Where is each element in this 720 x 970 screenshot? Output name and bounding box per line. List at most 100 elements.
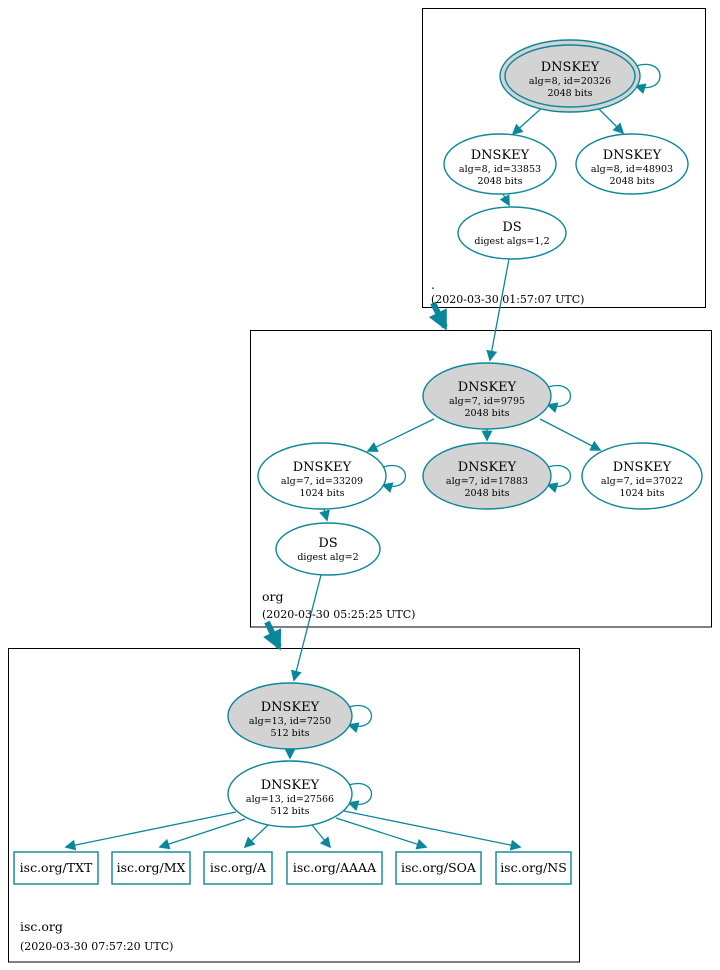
edge-isc-zsk-selfsign (347, 782, 373, 811)
org-zone-timestamp: (2020-03-30 05:25:25 UTC) (262, 608, 415, 621)
edge-root-ksk-selfsign (634, 63, 661, 95)
edge-isc-zsk-to-txt (64, 811, 237, 851)
edge-root-zsk1-to-ds (499, 193, 510, 207)
org-ksk-bits: 2048 bits (464, 408, 509, 419)
org-ksk2-title: DNSKEY (458, 460, 517, 475)
root-zsk2-ellipse (575, 133, 689, 195)
root-ds-attrs: digest algs=1,2 (474, 236, 549, 247)
org-ds-title: DS (318, 536, 337, 551)
edge-isc-zsk-to-soa (335, 817, 428, 850)
node-org-ksk: DNSKEY alg=7, id=9795 2048 bits (422, 362, 552, 430)
edge-isc-zsk-to-a (243, 824, 269, 849)
rrset-ns-box (495, 851, 572, 885)
edge-root-ksk-to-zsk1 (511, 104, 546, 136)
org-ksk-attrs: alg=7, id=9795 (449, 396, 525, 407)
node-rrset-a: isc.org/A (203, 851, 273, 885)
edge-org-zone-to-isc-zone (263, 620, 282, 651)
isc-zone-name: isc.org (20, 919, 63, 934)
isc-ksk-bits: 512 bits (271, 728, 310, 739)
rrset-ns-label: isc.org/NS (500, 860, 567, 875)
rrset-a-box (203, 851, 273, 885)
zone-box-isc-org (8, 648, 580, 963)
root-zsk1-title: DNSKEY (471, 148, 530, 163)
edge-isc-zsk-to-mx (158, 818, 246, 850)
edge-isc-zsk-to-aaaa (311, 824, 332, 849)
root-zsk2-title: DNSKEY (603, 148, 662, 163)
node-rrset-ns: isc.org/NS (495, 851, 572, 885)
isc-zsk-attrs: alg=13, id=27566 (246, 794, 334, 805)
zone-label-isc-org: isc.org (2020-03-30 07:57:20 UTC) (20, 919, 173, 953)
root-ds-ellipse (457, 206, 567, 260)
rrset-txt-label: isc.org/TXT (20, 860, 93, 875)
edge-org-zsk1-selfsign (381, 464, 407, 493)
edge-root-zone-to-org-zone (428, 301, 448, 331)
org-zsk2-ellipse (581, 442, 703, 510)
root-ksk-title: DNSKEY (541, 60, 600, 75)
root-ksk-bits: 2048 bits (547, 88, 592, 99)
node-org-ksk2: DNSKEY alg=7, id=17883 2048 bits (422, 442, 552, 510)
root-zsk1-attrs: alg=8, id=33853 (459, 164, 541, 175)
zone-box-org (250, 330, 712, 628)
rrset-mx-box (111, 851, 191, 885)
node-root-zsk1: DNSKEY alg=8, id=33853 2048 bits (443, 133, 557, 195)
zone-label-root: . (2020-03-30 01:57:07 UTC) (431, 277, 584, 306)
org-zsk2-bits: 1024 bits (619, 488, 664, 499)
org-ds-ellipse (275, 522, 381, 576)
org-zsk1-ellipse (257, 442, 387, 510)
rrset-soa-label: isc.org/SOA (401, 860, 477, 875)
edges (64, 63, 661, 851)
rrset-soa-box (395, 851, 482, 885)
edge-org-ksk-selfsign (546, 384, 572, 413)
isc-zsk-ellipse (227, 760, 353, 828)
root-zone-timestamp: (2020-03-30 01:57:07 UTC) (431, 293, 584, 306)
root-zsk1-bits: 2048 bits (477, 176, 522, 187)
node-isc-ksk: DNSKEY alg=13, id=7250 512 bits (227, 682, 353, 750)
node-rrset-aaaa: isc.org/AAAA (286, 851, 383, 885)
org-zsk1-title: DNSKEY (293, 460, 352, 475)
root-zsk2-bits: 2048 bits (609, 176, 654, 187)
isc-zsk-bits: 512 bits (271, 806, 310, 817)
org-zsk1-attrs: alg=7, id=33209 (281, 476, 363, 487)
edge-org-ksk-to-zsk1 (366, 418, 435, 452)
edge-root-ksk-to-zsk2 (595, 105, 625, 135)
node-isc-zsk: DNSKEY alg=13, id=27566 512 bits (227, 760, 353, 828)
edge-org-ksk2-selfsign (546, 464, 572, 493)
isc-ksk-ellipse (227, 682, 353, 750)
edge-org-ds-to-isc-ksk (291, 574, 322, 682)
zone-box-root (422, 8, 706, 308)
node-org-ds: DS digest alg=2 (275, 522, 381, 576)
root-ksk-ellipse-outer (499, 39, 641, 113)
org-ds-attrs: digest alg=2 (297, 552, 358, 563)
org-ksk-title: DNSKEY (458, 380, 517, 395)
root-zone-name: . (431, 277, 435, 292)
org-ksk2-ellipse (422, 442, 552, 510)
root-zsk2-attrs: alg=8, id=48903 (591, 164, 673, 175)
org-ksk-ellipse (422, 362, 552, 430)
node-root-ds: DS digest algs=1,2 (457, 206, 567, 260)
node-root-zsk2: DNSKEY alg=8, id=48903 2048 bits (575, 133, 689, 195)
isc-ksk-attrs: alg=13, id=7250 (249, 716, 331, 727)
root-ksk-attrs: alg=8, id=20326 (529, 76, 611, 87)
rrset-aaaa-label: isc.org/AAAA (293, 860, 377, 875)
org-ksk2-bits: 2048 bits (464, 488, 509, 499)
node-rrset-soa: isc.org/SOA (395, 851, 482, 885)
rrset-mx-label: isc.org/MX (117, 860, 186, 875)
isc-zsk-title: DNSKEY (261, 778, 320, 793)
node-org-zsk1: DNSKEY alg=7, id=33209 1024 bits (257, 442, 387, 510)
isc-zone-timestamp: (2020-03-30 07:57:20 UTC) (20, 940, 173, 953)
node-org-zsk2: DNSKEY alg=7, id=37022 1024 bits (581, 442, 703, 510)
zone-label-org: org (2020-03-30 05:25:25 UTC) (262, 589, 415, 621)
edge-isc-zsk-to-ns (343, 810, 522, 851)
edge-org-zsk1-to-ds (319, 508, 330, 522)
edge-org-ksk-to-zsk2 (539, 418, 602, 451)
root-zsk1-ellipse (443, 133, 557, 195)
isc-ksk-title: DNSKEY (261, 700, 320, 715)
org-zsk1-bits: 1024 bits (299, 488, 344, 499)
org-zsk2-title: DNSKEY (613, 460, 672, 475)
edge-isc-ksk-selfsign (347, 704, 373, 733)
edge-root-ds-to-org-ksk (486, 258, 510, 362)
org-zsk2-attrs: alg=7, id=37022 (601, 476, 683, 487)
rrset-aaaa-box (286, 851, 383, 885)
